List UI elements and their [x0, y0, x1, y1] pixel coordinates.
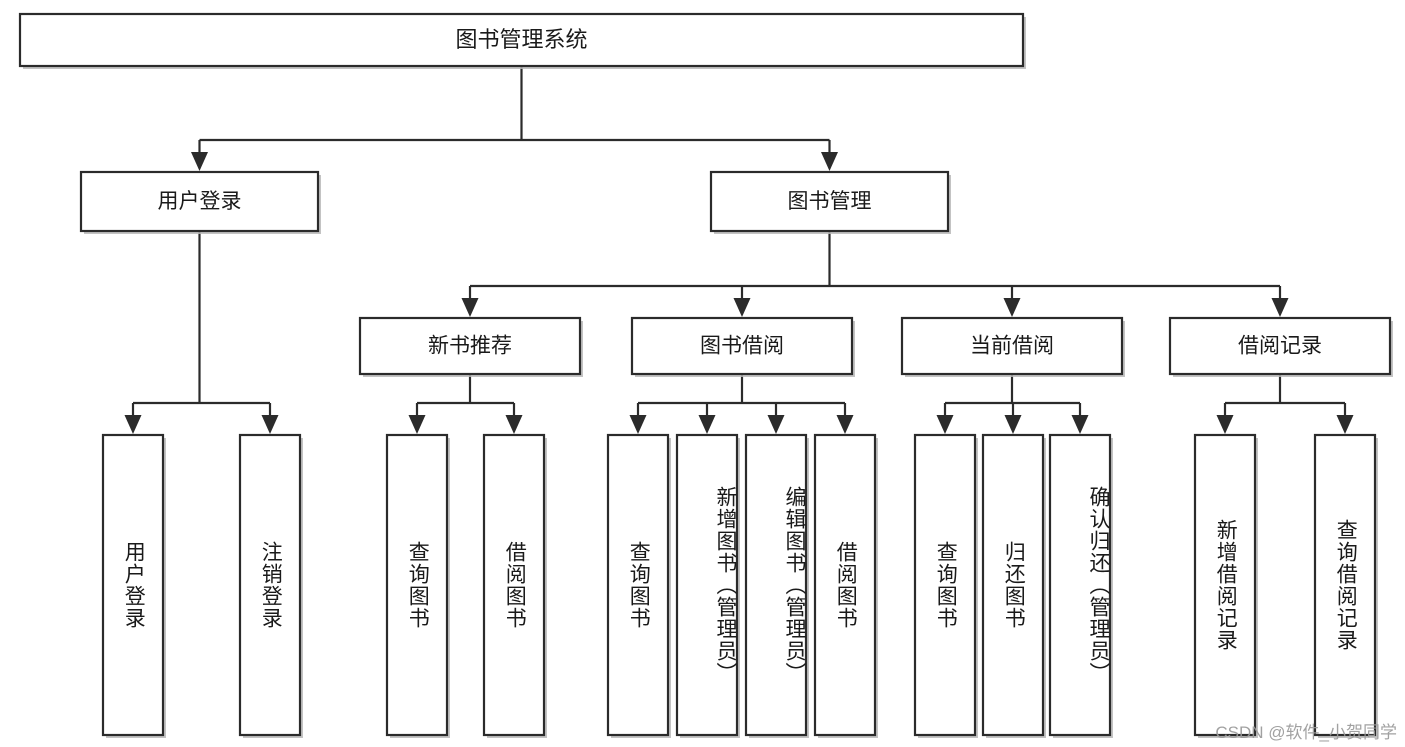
node-label-book-manage: 图书管理 — [788, 190, 872, 213]
node-box-new-book-recommend[interactable] — [358, 316, 582, 376]
node-box-current-borrow[interactable] — [900, 316, 1124, 376]
node-box-leaf-edit-book[interactable] — [744, 433, 808, 737]
node-box-leaf-add-book[interactable] — [675, 433, 739, 737]
node-box-leaf-add-record[interactable] — [1193, 433, 1257, 737]
node-label-book-borrow: 图书借阅 — [700, 335, 784, 358]
node-box-root[interactable] — [18, 12, 1025, 68]
node-label-borrow-record: 借阅记录 — [1238, 335, 1322, 358]
node-box-leaf-user-login[interactable] — [101, 433, 165, 737]
node-box-leaf-query-record[interactable] — [1313, 433, 1377, 737]
node-box-book-borrow[interactable] — [630, 316, 854, 376]
node-label-current-borrow: 当前借阅 — [970, 335, 1054, 358]
node-label-user-login: 用户登录 — [158, 190, 242, 213]
node-box-leaf-confirm-return[interactable] — [1048, 433, 1112, 737]
connector-layer — [124, 66, 1354, 434]
node-box-book-manage[interactable] — [709, 170, 950, 233]
watermark-text: CSDN @软件_小贺同学 — [1215, 723, 1397, 742]
node-box-layer — [18, 12, 1393, 738]
node-box-leaf-query-book-bb[interactable] — [606, 433, 670, 737]
node-box-leaf-logout[interactable] — [238, 433, 302, 737]
node-box-leaf-query-book-rec[interactable] — [385, 433, 449, 737]
node-box-borrow-record[interactable] — [1168, 316, 1392, 376]
node-label-root: 图书管理系统 — [455, 27, 587, 52]
node-box-leaf-query-book-cb[interactable] — [913, 433, 977, 737]
node-box-leaf-borrow-book-bb[interactable] — [813, 433, 877, 737]
node-label-new-book-recommend: 新书推荐 — [428, 335, 512, 358]
node-box-leaf-return-book[interactable] — [981, 433, 1045, 737]
node-box-leaf-borrow-book-rec[interactable] — [482, 433, 546, 737]
node-box-user-login[interactable] — [79, 170, 320, 233]
